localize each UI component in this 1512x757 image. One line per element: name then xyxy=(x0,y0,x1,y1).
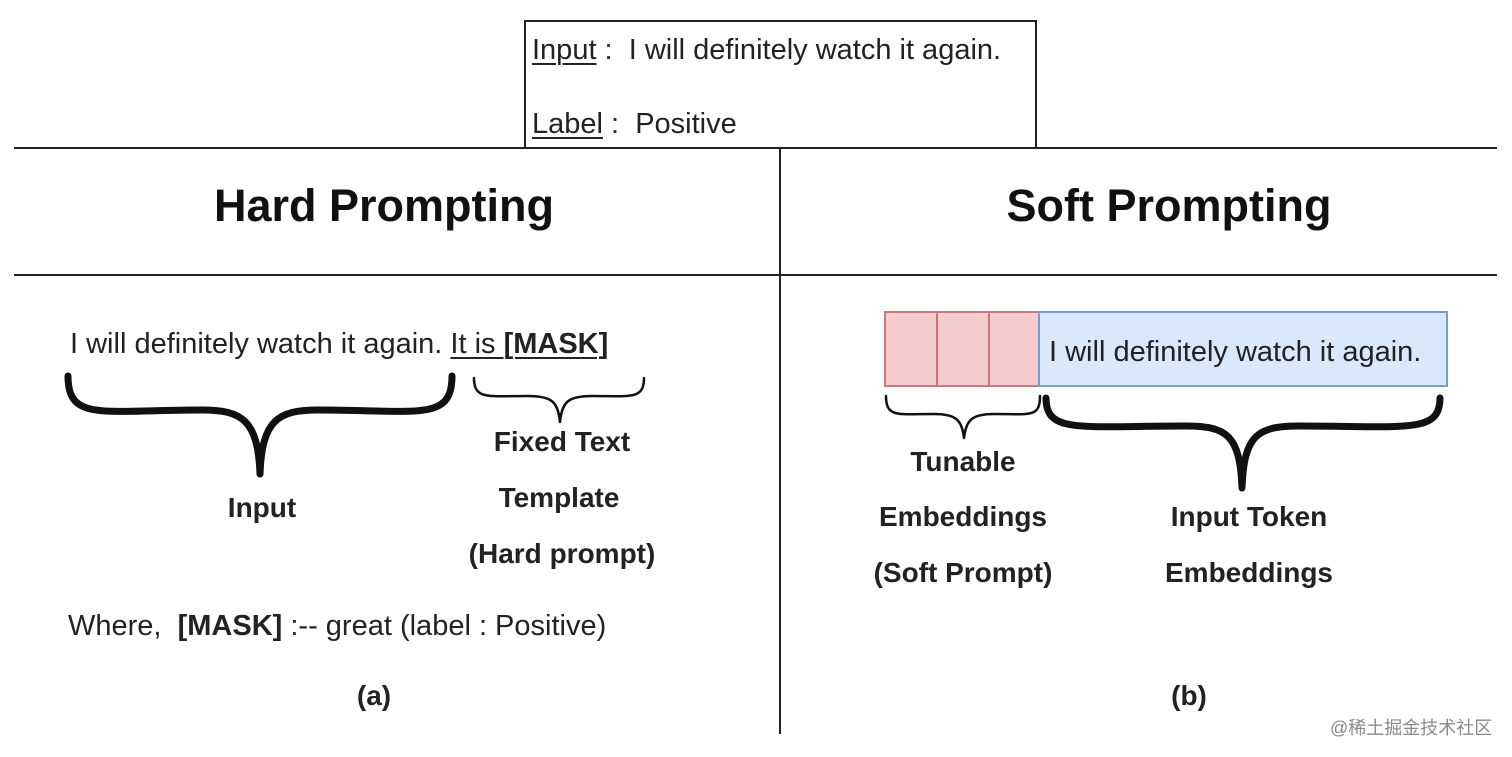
header-divider xyxy=(14,274,1497,276)
example-input-label: Input xyxy=(532,34,597,66)
hard-input-caption: Input xyxy=(227,492,297,523)
hard-sentence-line: I will definitely watch it again. It is … xyxy=(70,328,608,361)
hard-template-prefix: It is xyxy=(450,328,504,360)
example-input-text: I will definitely watch it again. xyxy=(628,34,1002,66)
column-divider xyxy=(779,148,781,734)
example-box: Input : I will definitely watch it again… xyxy=(524,20,1037,148)
input-token-text: I will definitely watch it again. xyxy=(1049,336,1422,368)
input-token-caption-line2: Embeddings xyxy=(1164,557,1334,588)
hard-prompting-heading: Hard Prompting xyxy=(213,180,555,231)
hard-mask-token: [MASK] xyxy=(503,328,609,360)
example-label-line: Label : Positive xyxy=(532,108,737,141)
input-token-box: I will definitely watch it again. xyxy=(1038,311,1448,387)
template-brace-icon xyxy=(472,376,646,424)
hard-template-caption-line3: (Hard prompt) xyxy=(468,538,656,569)
hard-template-caption-line1: Fixed Text xyxy=(493,426,631,457)
soft-prompt-cell-2 xyxy=(936,311,990,387)
tunable-caption-line2: Embeddings xyxy=(878,501,1048,532)
soft-sub-label: (b) xyxy=(1171,680,1207,711)
top-divider xyxy=(14,147,1497,149)
tunable-brace-icon xyxy=(884,394,1042,440)
example-label-separator: : xyxy=(602,108,636,140)
hard-sub-label: (a) xyxy=(356,680,392,711)
example-input-line: Input : I will definitely watch it again… xyxy=(532,34,1001,67)
input-brace-icon xyxy=(64,372,456,478)
hard-template: It is [MASK] xyxy=(450,328,608,360)
watermark: @稀土掘金技术社区 xyxy=(1330,718,1493,738)
tunable-caption-line1: Tunable xyxy=(910,446,1016,477)
soft-prompt-cell-3 xyxy=(988,311,1040,387)
input-token-caption-line1: Input Token xyxy=(1170,501,1328,532)
where-mask-token: [MASK] xyxy=(177,610,283,642)
hard-input-sentence: I will definitely watch it again. xyxy=(70,328,443,360)
example-label-label: Label xyxy=(532,108,603,140)
example-input-separator: : xyxy=(596,34,629,66)
input-token-brace-icon xyxy=(1042,394,1444,492)
tunable-caption-line3: (Soft Prompt) xyxy=(873,557,1053,588)
hard-template-caption-line2: Template xyxy=(498,482,620,513)
hard-where-line: Where, [MASK] :-- great (label : Positiv… xyxy=(68,610,606,643)
where-prefix: Where, xyxy=(68,610,162,642)
soft-prompt-cell-1 xyxy=(884,311,938,387)
example-label-text: Positive xyxy=(635,108,737,140)
soft-prompting-heading: Soft Prompting xyxy=(1006,180,1332,231)
where-rest: :-- great (label : Positive) xyxy=(290,610,607,642)
